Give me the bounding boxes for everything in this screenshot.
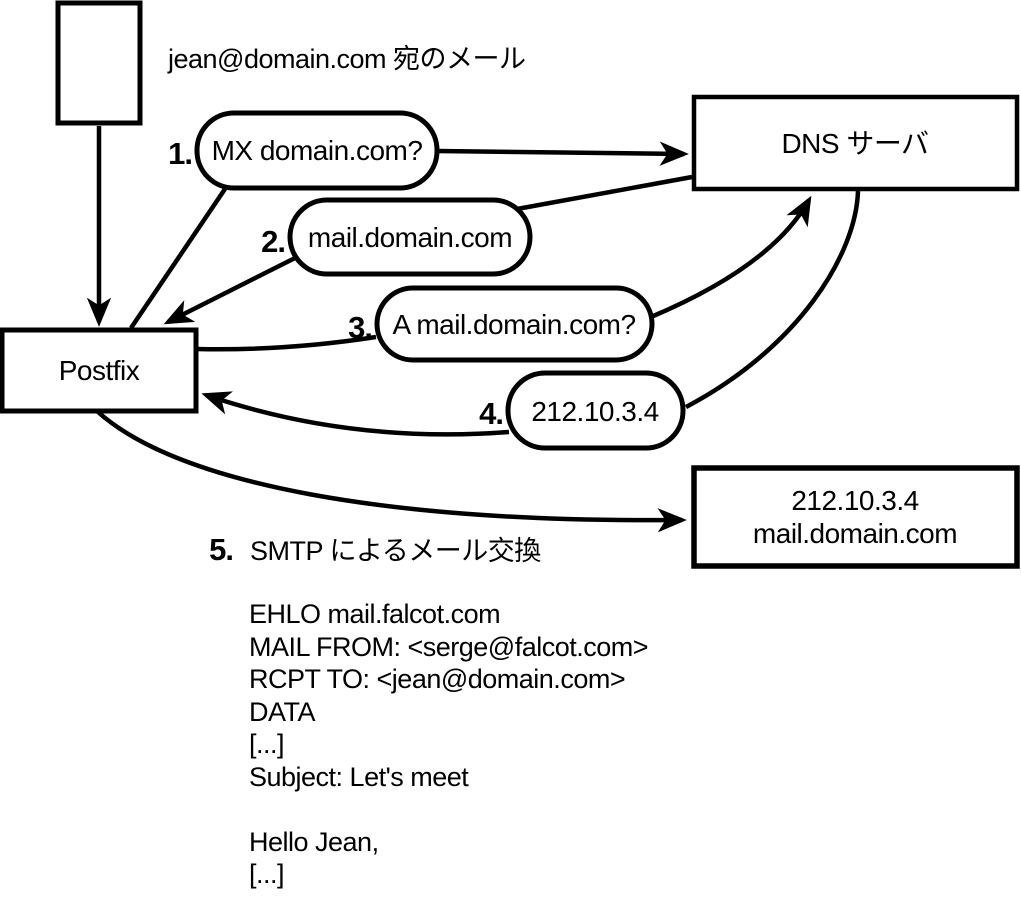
smtp-dialog-line: MAIL FROM: <serge@falcot.com> [249,631,649,662]
incoming-mail-note: jean@domain.com 宛のメール [167,44,526,74]
smtp-dialog-line: RCPT TO: <jean@domain.com> [249,664,626,694]
mailserver-node-ip: 212.10.3.4 [791,485,918,516]
mailserver-node-hostname: mail.domain.com [753,518,957,549]
smtp-dialog-line: EHLO mail.falcot.com [249,599,501,629]
mail-document-icon [55,0,143,126]
line-postfix-to-query3 [196,334,377,352]
line-postfix-to-query1 [129,184,229,330]
smtp-dialog-line [249,793,648,826]
arrow-reply4-to-postfix [201,391,510,437]
pill-reply-a-label: 212.10.3.4 [531,396,658,427]
pill-reply-a [505,370,686,451]
mailserver-node-box [691,465,1020,569]
pill-query-mx [194,110,440,191]
pill-query-mx-label: MX domain.com? [212,135,423,166]
pill-query-a [374,285,655,363]
step-number-2: 2. [261,224,285,259]
smtp-dialog-line [249,891,648,919]
postfix-node-box [0,327,199,414]
smtp-dialog-line: [...] [249,729,285,759]
step-number-4: 4. [479,396,503,431]
postfix-node-label: Postfix [59,355,140,386]
pill-reply-mx [287,197,533,277]
smtp-exchange-label: SMTP によるメール交換 [250,536,541,566]
step-number-5: 5. [209,532,233,567]
smtp-dialog-line: DATA [249,696,316,727]
dns-server-node-box [691,94,1020,192]
smtp-dialog-line: Subject: Let's meet [249,761,469,792]
arrow-query3-to-dns [650,195,812,320]
arrow-query1-to-dns [436,141,689,166]
pill-query-a-label: A mail.domain.com? [392,309,635,340]
smtp-dialog-line: Hello Jean, [249,826,379,857]
arrow-reply2-to-postfix [163,254,299,325]
smtp-dialog-line: [...] [249,859,285,889]
pill-reply-mx-label: mail.domain.com [308,222,512,253]
line-dns-to-reply4 [684,190,861,409]
dns-server-node-label: DNS サーバ [781,128,928,159]
line-dns-to-reply2 [516,174,693,212]
step-number-1: 1. [168,136,192,171]
step-number-3: 3. [348,310,372,345]
arrow-postfix-to-mailserver [96,410,687,533]
